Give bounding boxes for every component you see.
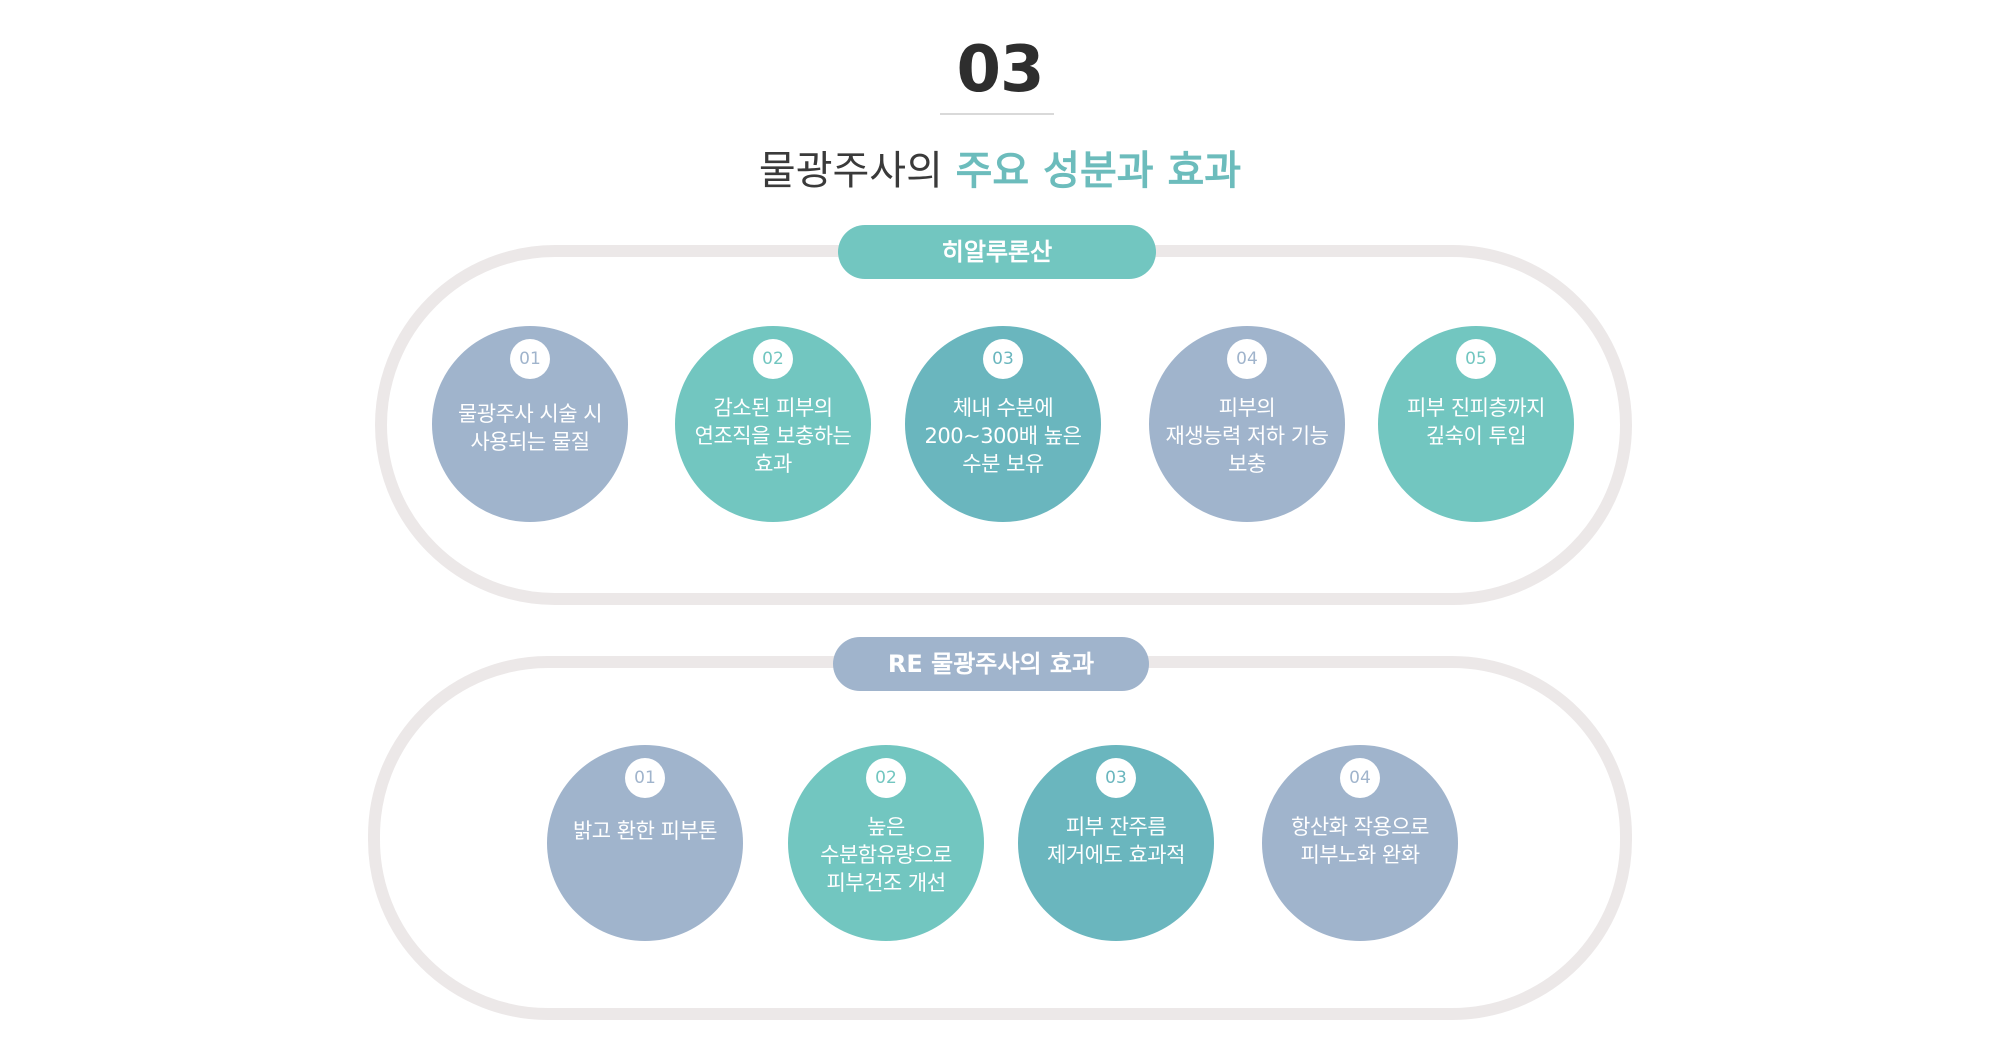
- circle-text: 물광주사 시술 시 사용되는 물질: [457, 402, 603, 454]
- ingredient-circle: 05 피부 진피층까지 깊숙이 투입: [1378, 326, 1574, 522]
- circle-number-badge: 01: [510, 339, 550, 379]
- circle-number-badge: 05: [1456, 339, 1496, 379]
- circle-number-badge: 03: [983, 339, 1023, 379]
- circle-text: 피부 잔주름 제거에도 효과적: [1047, 815, 1185, 867]
- circle-text: 항산화 작용으로 피부노화 완화: [1291, 815, 1429, 867]
- circle-text: 체내 수분에 200~300배 높은 수분 보유: [924, 396, 1082, 476]
- effect-circle: 03 피부 잔주름 제거에도 효과적: [1018, 745, 1214, 941]
- circle-number-badge: 01: [625, 758, 665, 798]
- circle-number-badge: 02: [866, 758, 906, 798]
- effect-circle: 04 항산화 작용으로 피부노화 완화: [1262, 745, 1458, 941]
- ingredient-circle: 03 체내 수분에 200~300배 높은 수분 보유: [905, 326, 1101, 522]
- circle-number-badge: 04: [1340, 758, 1380, 798]
- group-title-hyaluronic: 히알루론산: [838, 225, 1156, 279]
- title-divider: [940, 113, 1054, 115]
- circle-number-badge: 02: [753, 339, 793, 379]
- circle-text: 높은 수분함유량으로 피부건조 개선: [820, 815, 952, 895]
- ingredient-circle: 01 물광주사 시술 시 사용되는 물질: [432, 326, 628, 522]
- circle-text: 밝고 환한 피부톤: [572, 819, 718, 843]
- headline-highlight: 주요 성분과 효과: [955, 148, 1242, 194]
- effect-circle: 02 높은 수분함유량으로 피부건조 개선: [788, 745, 984, 941]
- headline: 물광주사의 주요 성분과 효과: [0, 143, 2000, 199]
- circle-text: 감소된 피부의 연조직을 보충하는 효과: [694, 396, 852, 476]
- circle-text: 피부의 재생능력 저하 기능 보충: [1165, 396, 1329, 476]
- ingredient-circle: 02 감소된 피부의 연조직을 보충하는 효과: [675, 326, 871, 522]
- effect-circle: 01 밝고 환한 피부톤: [547, 745, 743, 941]
- headline-prefix: 물광주사의: [758, 148, 956, 194]
- ingredient-circle: 04 피부의 재생능력 저하 기능 보충: [1149, 326, 1345, 522]
- group-title-effects: RE 물광주사의 효과: [833, 637, 1149, 691]
- circle-text: 피부 진피층까지 깊숙이 투입: [1407, 396, 1545, 448]
- section-number: 03: [956, 33, 1044, 107]
- circle-number-badge: 03: [1096, 758, 1136, 798]
- circle-number-badge: 04: [1227, 339, 1267, 379]
